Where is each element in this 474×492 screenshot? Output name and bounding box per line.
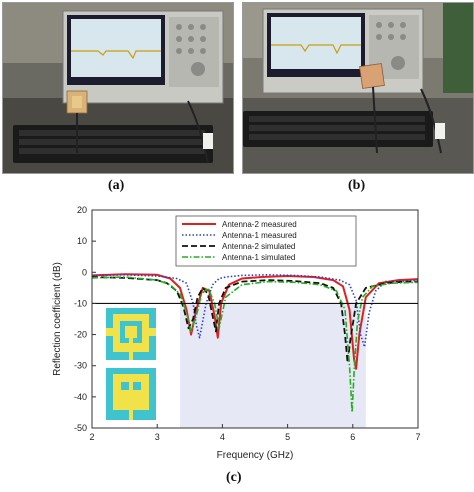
legend-label-1: Antenna-2 measured <box>222 220 297 229</box>
series-line-3 <box>91 276 418 364</box>
photo-measurement-setup-a <box>2 2 234 174</box>
photo-b-illustration <box>243 3 473 173</box>
x-tick-label: 2 <box>89 432 94 442</box>
shaded-band <box>180 303 366 428</box>
y-tick-label: -50 <box>74 423 87 433</box>
photo-a-illustration <box>3 3 233 173</box>
caption-a: (a) <box>108 178 125 193</box>
y-axis-label: Reflection coefficient (dB) <box>52 262 63 376</box>
y-tick-label: 10 <box>77 236 87 246</box>
x-tick-label: 7 <box>415 432 420 442</box>
antenna-2-geometry-inset <box>106 308 156 360</box>
caption-b: (b) <box>348 178 366 193</box>
y-tick-label: -40 <box>74 392 87 402</box>
legend-label-2: Antenna-1 measured <box>222 231 297 240</box>
photo-measurement-setup-b <box>242 2 474 174</box>
legend-label-4: Antenna-1 simulated <box>222 253 295 262</box>
x-axis-label: Frequency (GHz) <box>217 450 294 461</box>
y-tick-label: -10 <box>74 298 87 308</box>
legend-label-3: Antenna-2 simulated <box>222 242 295 251</box>
y-tick-label: -30 <box>74 361 87 371</box>
x-tick-label: 5 <box>285 432 290 442</box>
series-line-4 <box>91 276 419 414</box>
y-tick-label: 0 <box>82 267 87 277</box>
antenna-geometry-insets <box>106 308 156 420</box>
series-line-2 <box>91 274 419 348</box>
x-tick-label: 6 <box>350 432 355 442</box>
caption-c: (c) <box>226 470 242 485</box>
series-line-1 <box>91 273 419 370</box>
plot-frame <box>91 209 419 429</box>
x-tick-label: 4 <box>220 432 225 442</box>
y-tick-label: 20 <box>77 205 87 215</box>
y-tick-label: -20 <box>74 330 87 340</box>
x-tick-label: 3 <box>155 432 160 442</box>
antenna-1-geometry-inset <box>106 368 156 420</box>
